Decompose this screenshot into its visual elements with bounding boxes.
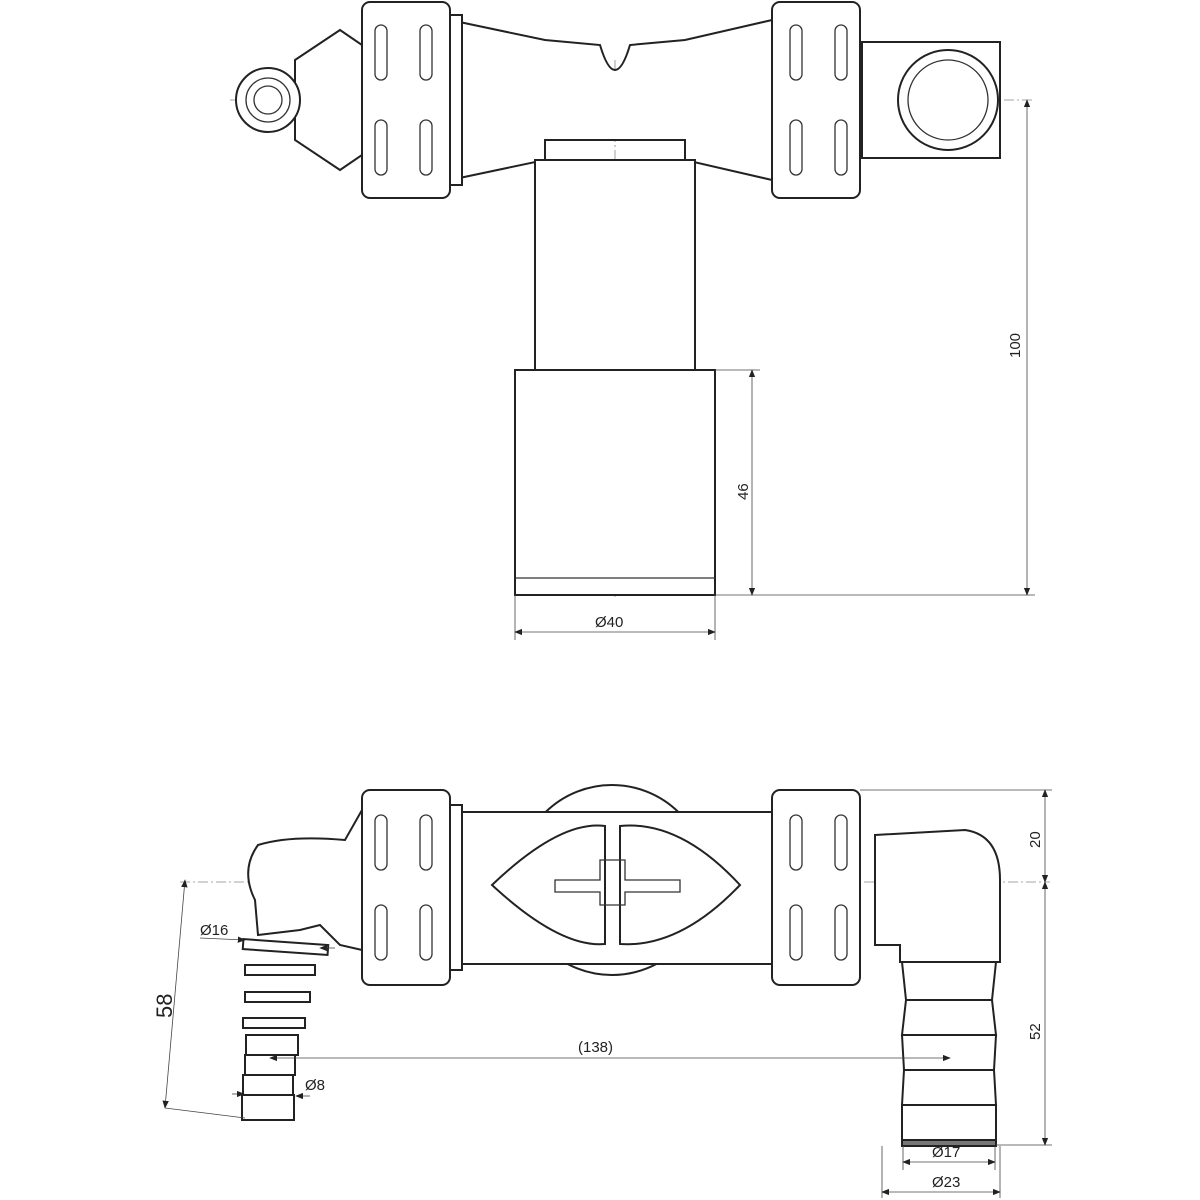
elbow-outlet bbox=[897, 49, 999, 151]
right-elbow bbox=[874, 828, 1001, 963]
left-fitting bbox=[294, 28, 363, 172]
dim-diameter-8: Ø8 bbox=[305, 1077, 325, 1094]
top-view: 100 46 Ø40 bbox=[230, 1, 1035, 640]
dim-diameter-40: Ø40 bbox=[595, 614, 623, 631]
socket bbox=[514, 369, 716, 596]
dim-diameter-16: Ø16 bbox=[200, 922, 228, 939]
right-nut bbox=[771, 1, 861, 199]
left-elbow bbox=[247, 806, 363, 952]
right-nut-side bbox=[771, 789, 861, 986]
bottom-view: 20 52 58 Ø16 Ø8 (138) Ø17 Ø23 bbox=[152, 784, 1052, 1198]
leaf-outlet bbox=[490, 824, 742, 946]
vertical-stem bbox=[534, 159, 696, 371]
dim-diameter-23: Ø23 bbox=[932, 1174, 960, 1191]
right-hose-barb bbox=[900, 961, 998, 1147]
dim-46: 46 bbox=[735, 483, 752, 500]
dim-58: 58 bbox=[152, 994, 177, 1018]
dim-diameter-17: Ø17 bbox=[932, 1144, 960, 1161]
main-tube bbox=[449, 18, 773, 182]
dim-100: 100 bbox=[1007, 333, 1024, 358]
dim-20: 20 bbox=[1027, 831, 1044, 848]
dim-138: (138) bbox=[578, 1039, 613, 1056]
left-nut bbox=[361, 1, 451, 199]
dim-52: 52 bbox=[1027, 1023, 1044, 1040]
